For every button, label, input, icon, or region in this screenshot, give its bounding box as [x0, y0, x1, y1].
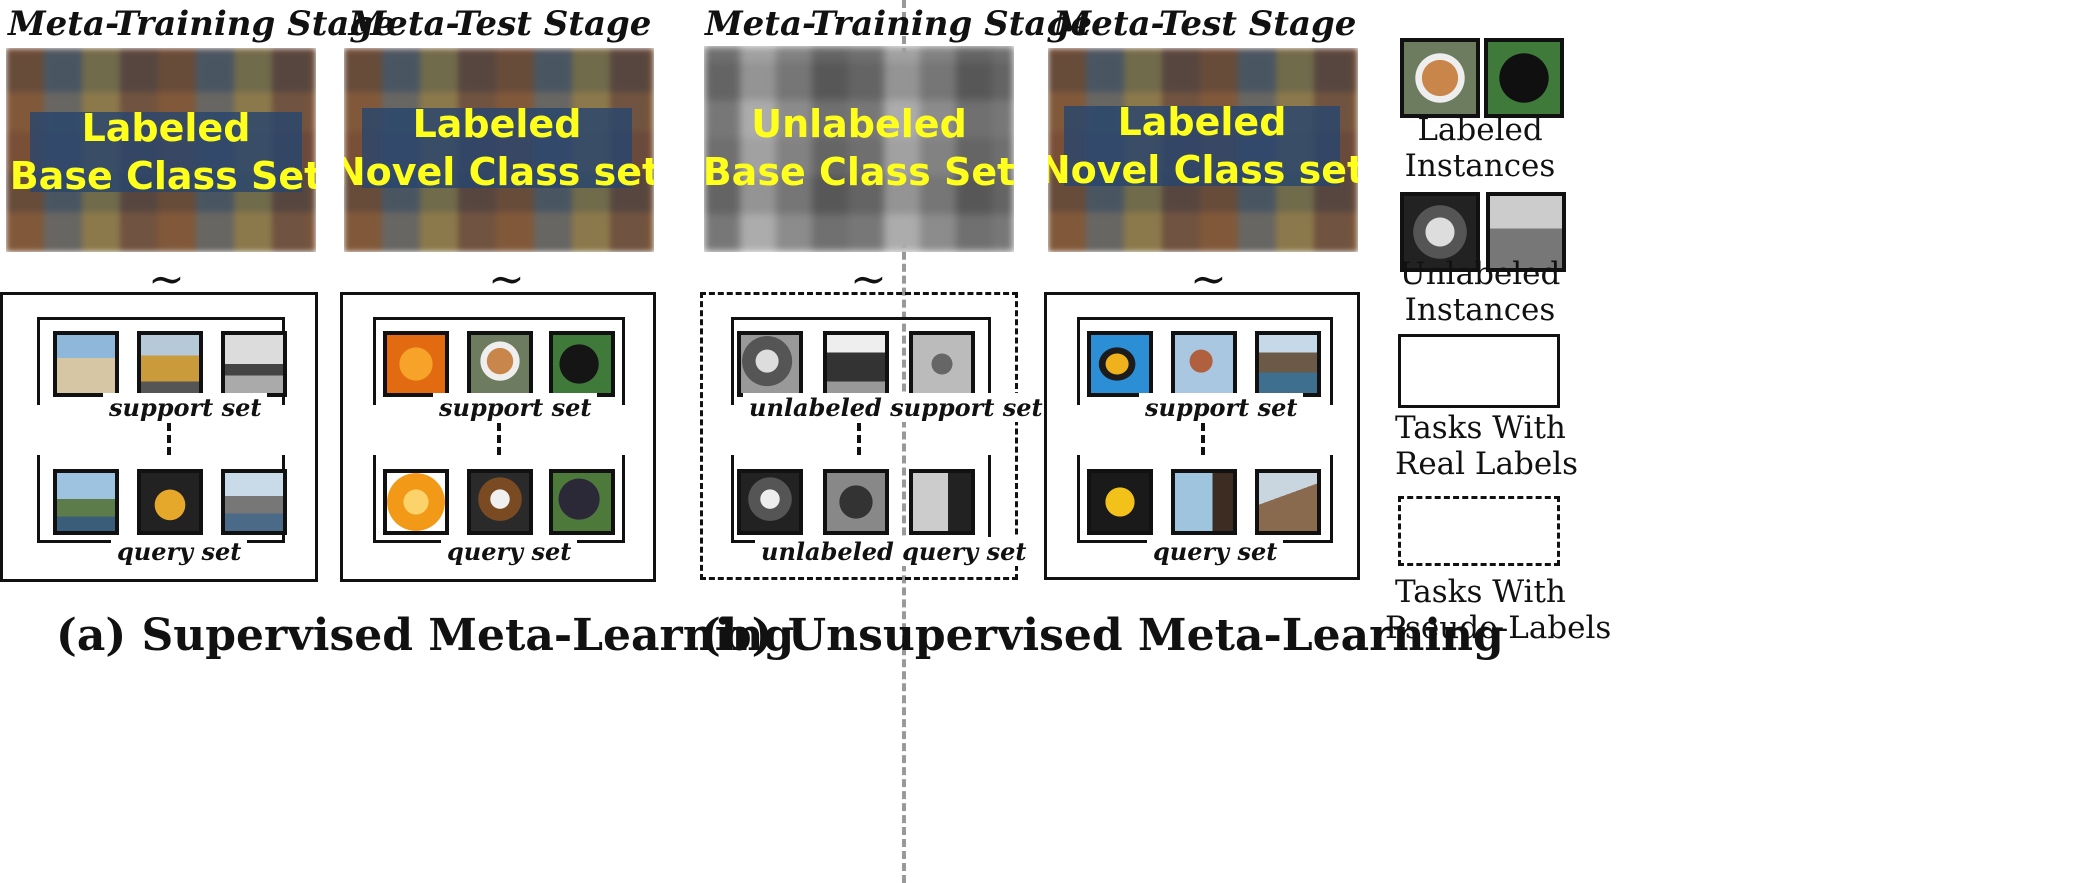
caption-supervised: (a) Supervised Meta-Learning — [56, 610, 795, 661]
banner-b-test: Labeled Novel Class set — [1048, 48, 1358, 252]
task-box-a-train: support set query set — [0, 292, 318, 582]
bus-photo-thumb — [137, 331, 203, 397]
bus-photo-gray-thumb — [823, 331, 889, 397]
support-set-label: support set — [1139, 393, 1304, 422]
banner-line-1: Labeled — [412, 102, 582, 146]
query-set-label: query set — [441, 537, 578, 566]
support-bracket — [373, 317, 625, 405]
support-query-connector — [167, 423, 171, 455]
banner-line-2: Novel Class set — [1048, 148, 1358, 192]
ship-photo-thumb — [221, 469, 287, 535]
query-set-label: query set — [111, 537, 248, 566]
dog-photo-thumb — [467, 331, 533, 397]
legend-labeled-line-2: Instances — [1404, 148, 1556, 184]
dog-photo-gray-thumb — [737, 331, 803, 397]
legend-unlabeled-line-1: Unlabeled — [1399, 256, 1561, 292]
legend-pseudo-line-1: Tasks With — [1395, 574, 1566, 610]
legend-real-task-box — [1398, 334, 1560, 408]
bus-photo-thumb — [137, 469, 203, 535]
dog-photo-gray-thumb — [737, 469, 803, 535]
stage-title-b-train: Meta-Training Stage — [705, 4, 1092, 44]
support-query-connector — [1201, 423, 1205, 455]
unlabeled-support-set-label: unlabeled support set — [743, 393, 1049, 422]
stage-title-a-train: Meta-Training Stage — [8, 4, 395, 44]
black-dog-photo-thumb — [549, 331, 615, 397]
banner-line-2: Base Class Set — [9, 154, 316, 198]
image-mosaic-gray — [704, 46, 1014, 252]
panel-divider — [902, 0, 906, 883]
orange-photo-thumb — [383, 331, 449, 397]
banner-label: Labeled Novel Class set — [1048, 100, 1358, 192]
bear-photo-gray-thumb — [823, 469, 889, 535]
banner-b-train: Unlabeled Base Class Set — [704, 46, 1014, 252]
legend-real-line-2: Real Labels — [1395, 446, 1579, 482]
legend-labeled-line-1: Labeled — [1417, 112, 1543, 148]
labeled-black-dog-icon — [1484, 38, 1564, 118]
orange-photo-thumb — [383, 469, 449, 535]
caption-unsupervised: (b) Unsupervised Meta-Learning — [700, 610, 1504, 661]
unlabeled-dog-icon — [1400, 192, 1480, 272]
support-query-connector — [857, 423, 861, 455]
coast-photo-thumb — [1255, 331, 1321, 397]
stage-title-b-test: Meta-Test Stage — [1053, 4, 1357, 44]
support-set-label: support set — [103, 393, 268, 422]
labeled-dog-icon — [1400, 38, 1480, 118]
beach-photo-thumb — [53, 331, 119, 397]
fish-photo-thumb — [1087, 469, 1153, 535]
legend-unlabeled-line-2: Instances — [1404, 292, 1556, 328]
dog-photo-thumb — [467, 469, 533, 535]
black-dog-photo-thumb — [549, 469, 615, 535]
stage-title-a-test: Meta-Test Stage — [348, 4, 652, 44]
cliff-photo-thumb — [53, 469, 119, 535]
banner-line-1: Unlabeled — [751, 102, 967, 146]
bird-photo-thumb — [1171, 331, 1237, 397]
support-bracket — [1077, 317, 1333, 405]
bird-photo-gray-thumb — [909, 331, 975, 397]
task-box-b-train: unlabeled support set unlabeled query se… — [700, 292, 1049, 580]
banner-label: Labeled Base Class Set — [10, 106, 316, 198]
banner-line-2: Novel Class set — [344, 150, 654, 194]
fish-photo-thumb — [1087, 331, 1153, 397]
banner-line-1: Labeled — [81, 106, 251, 150]
legend-pseudo-task-box — [1398, 496, 1560, 566]
support-query-connector — [497, 423, 501, 455]
banner-label: Labeled Novel Class set — [344, 102, 654, 194]
banner-line-1: Labeled — [1117, 100, 1287, 144]
task-box-b-test: support set query set — [1044, 292, 1360, 580]
support-bracket — [731, 317, 991, 405]
banner-a-test: Labeled Novel Class set — [344, 48, 654, 252]
bird-photo-gray-thumb — [909, 469, 975, 535]
ship-photo-thumb — [221, 331, 287, 397]
unlabeled-query-set-label: unlabeled query set — [755, 537, 1033, 566]
coast-photo-thumb — [1255, 469, 1321, 535]
support-set-label: support set — [433, 393, 598, 422]
query-set-label: query set — [1147, 537, 1284, 566]
task-box-a-test: support set query set — [340, 292, 656, 582]
unlabeled-beach-icon — [1486, 192, 1566, 272]
legend-real-line-1: Tasks With — [1395, 410, 1566, 446]
banner-a-train: Labeled Base Class Set — [6, 48, 316, 252]
bird-photo-thumb — [1171, 469, 1237, 535]
banner-label: Unlabeled Base Class Set — [704, 102, 1014, 194]
banner-line-2: Base Class Set — [704, 150, 1014, 194]
legend-pseudo-line-2: Pseudo-Labels — [1385, 610, 1612, 646]
